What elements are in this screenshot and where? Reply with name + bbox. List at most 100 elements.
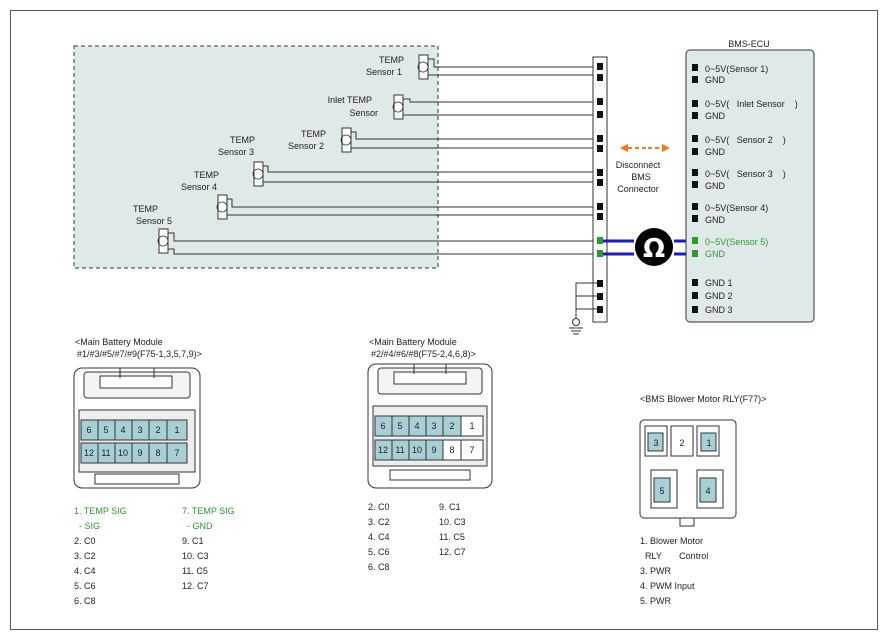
pin-label: 8 xyxy=(449,445,454,455)
inlet-sensor-label-line1: Inlet TEMP xyxy=(328,95,372,105)
ecu-pin-sig: 0~5V( Sensor 2 ) xyxy=(705,135,786,145)
bms-ecu-block xyxy=(685,49,815,323)
relay-title: <BMS Blower Motor RLY(F77)> xyxy=(640,394,766,404)
pin-item: 2. C0 xyxy=(74,536,96,546)
connector-b-title: <Main Battery Module xyxy=(369,337,457,347)
connector-b-pinlist-col2: 9. C1 10. C3 11. C5 12. C7 xyxy=(439,500,466,560)
pin-item: 10. C3 xyxy=(182,551,209,561)
pin-label: 11 xyxy=(395,445,404,455)
ecu-pin-gnd: GND xyxy=(705,147,726,157)
ecu-pin-sig: 0~5V( Sensor 3 ) xyxy=(705,169,786,179)
relay-pin-label: 4 xyxy=(705,486,710,496)
pin-label: 2 xyxy=(449,421,454,431)
connector-b-cells xyxy=(374,415,484,461)
pin-label: 9 xyxy=(431,445,436,455)
pin-item: 4. C4 xyxy=(368,532,390,542)
disconnect-label-1: Disconnect xyxy=(616,160,661,170)
pin-item: 1. TEMP SIG xyxy=(74,506,127,516)
pin-item: 4. C4 xyxy=(74,566,96,576)
pin-label: 5 xyxy=(103,425,108,435)
pin-label: 12 xyxy=(84,448,94,458)
connector-a-cells xyxy=(80,419,188,464)
pin-label: 7 xyxy=(469,445,474,455)
sensor1-label-line2: Sensor 1 xyxy=(366,67,402,77)
ecu-pin-gnd: GND xyxy=(705,75,726,85)
ecu-pin-sig: 0~5V( Inlet Sensor ) xyxy=(705,99,798,109)
pin-label: 10 xyxy=(412,445,422,455)
pin-item: 6. C8 xyxy=(74,596,96,606)
ohmmeter-icon xyxy=(635,228,673,266)
pin-item: 5. C6 xyxy=(74,581,96,591)
pin-item: 11. C5 xyxy=(182,566,208,576)
connector-a-title: <Main Battery Module xyxy=(75,337,163,347)
connector-a-pinlist-col2: 7. TEMP SIG - GND 9. C1 10. C3 11. C5 12… xyxy=(182,504,235,594)
connector-a-subtitle: #1/#3/#5/#7/#9(F75-1,3,5,7,9)> xyxy=(77,349,202,359)
pin-label: 5 xyxy=(397,421,402,431)
disconnect-label-2: BMS xyxy=(631,172,651,182)
disconnect-arrows-icon xyxy=(620,144,670,152)
sensor3-label-line2: Sensor 3 xyxy=(218,147,254,157)
thermistor-icon xyxy=(341,127,352,153)
ecu-pin-sig-highlight: 0~5V(Sensor 5) xyxy=(705,237,768,247)
ecu-ground: GND 1 xyxy=(705,278,733,288)
pin-label: 3 xyxy=(431,421,436,431)
pin-item: 12. C7 xyxy=(182,581,209,591)
pin-item: 7. TEMP SIG xyxy=(182,506,235,516)
sensor5-label-line1: TEMP xyxy=(133,204,158,214)
pin-label: 4 xyxy=(414,421,419,431)
battery-module-area xyxy=(73,45,439,269)
ground-icon xyxy=(569,318,583,335)
pin-label: 4 xyxy=(120,425,125,435)
pin-label: 6 xyxy=(380,421,385,431)
thermistor-icon xyxy=(393,94,404,120)
sensor2-label-line1: TEMP xyxy=(301,129,326,139)
connector-b-pinlist-col1: 2. C0 3. C2 4. C4 5. C6 6. C8 xyxy=(368,500,390,575)
pin-item: 2. C0 xyxy=(368,502,390,512)
pin-label: 8 xyxy=(155,448,160,458)
pin-label: 10 xyxy=(118,448,128,458)
sensor2-label-line2: Sensor 2 xyxy=(288,141,324,151)
disconnect-label-3: Connector xyxy=(617,184,659,194)
ecu-pin-gnd: GND xyxy=(705,181,726,191)
sensor3-label-line1: TEMP xyxy=(230,135,255,145)
ecu-ground: GND 3 xyxy=(705,305,733,315)
ecu-pin-sig: 0~5V(Sensor 1) xyxy=(705,64,768,74)
pin-item: - SIG xyxy=(74,521,101,531)
pin-label: 2 xyxy=(155,425,160,435)
pin-item: 3. C2 xyxy=(368,517,390,527)
pin-label: 3 xyxy=(137,425,142,435)
pin-item: 5. C6 xyxy=(368,547,390,557)
pin-item: 5. PWR xyxy=(640,596,672,606)
thermistor-icon xyxy=(418,54,429,80)
pin-item: 10. C3 xyxy=(439,517,466,527)
relay-pin-label: 1 xyxy=(706,438,711,448)
pin-item: 4. PWM Input xyxy=(640,581,695,591)
thermistor-icon xyxy=(158,228,169,254)
pin-label: 1 xyxy=(174,425,179,435)
relay-connector-drawing xyxy=(639,419,737,527)
pin-item: 1. Blower Motor xyxy=(640,536,704,546)
pin-label: 1 xyxy=(469,421,474,431)
pin-item: RLY Control xyxy=(640,551,709,561)
pin-label: 6 xyxy=(86,425,91,435)
ecu-ground: GND 2 xyxy=(705,291,733,301)
pin-label: 11 xyxy=(101,448,110,458)
pin-item: 6. C8 xyxy=(368,562,390,572)
sensor5-label-line2: Sensor 5 xyxy=(136,216,172,226)
relay-pin-label: 2 xyxy=(679,438,684,448)
pin-item: 9. C1 xyxy=(439,502,461,512)
ecu-pin-gnd: GND xyxy=(705,111,726,121)
ecu-pin-sig: 0~5V(Sensor 4) xyxy=(705,203,768,213)
ecu-pin-gnd: GND xyxy=(705,215,726,225)
pin-label: 12 xyxy=(378,445,388,455)
ecu-pin-gnd-highlight: GND xyxy=(705,249,726,259)
pin-label: 7 xyxy=(174,448,179,458)
sensor4-label-line2: Sensor 4 xyxy=(181,182,217,192)
connector-a-pinlist-col1: 1. TEMP SIG - SIG 2. C0 3. C2 4. C4 5. C… xyxy=(74,504,127,609)
thermistor-icon xyxy=(217,194,228,220)
pin-item: 11. C5 xyxy=(439,532,465,542)
pin-item: 3. C2 xyxy=(74,551,96,561)
relay-pin-label: 3 xyxy=(653,438,658,448)
relay-pin-label: 5 xyxy=(659,486,664,496)
